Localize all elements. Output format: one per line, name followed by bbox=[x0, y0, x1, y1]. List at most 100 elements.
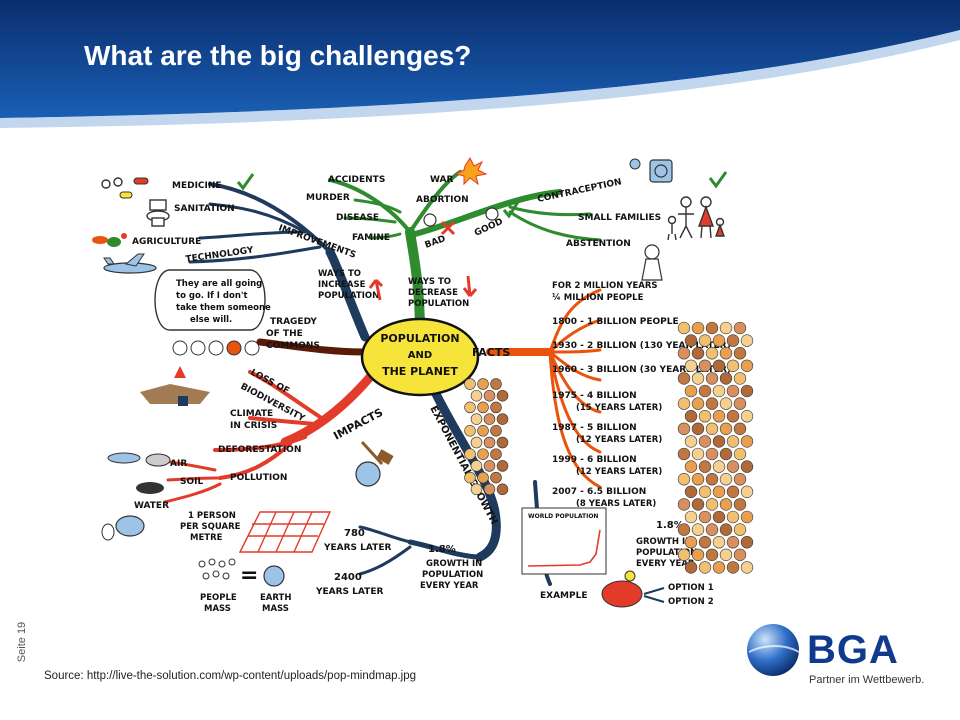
face-icon bbox=[726, 359, 740, 372]
face-icon bbox=[719, 372, 733, 385]
sad-face-icon bbox=[423, 213, 437, 227]
scenario1-years: 780 bbox=[344, 528, 365, 539]
face-icon bbox=[705, 347, 719, 360]
face-icon bbox=[712, 359, 726, 372]
growth-bottom-line-2: POPULATION bbox=[422, 570, 483, 580]
face-icon bbox=[470, 460, 483, 472]
increase-label-line-3: POPULATION bbox=[318, 291, 379, 301]
face-icon bbox=[740, 460, 754, 473]
face-icon bbox=[740, 410, 754, 423]
example-label: EXAMPLE bbox=[540, 591, 588, 601]
face-icon bbox=[691, 372, 705, 385]
check-icon-family bbox=[708, 171, 728, 189]
face-icon bbox=[496, 413, 509, 425]
face-icon bbox=[698, 485, 712, 498]
fact-row-7: (15 YEARS LATER) bbox=[576, 403, 662, 413]
face-icon bbox=[677, 548, 691, 561]
speech-line-4: else will. bbox=[190, 315, 232, 325]
decrease-label-line-3: POPULATION bbox=[408, 299, 469, 309]
face-icon bbox=[726, 384, 740, 398]
face-icon bbox=[740, 384, 754, 398]
face-icon bbox=[677, 523, 691, 536]
cross-icon bbox=[440, 220, 456, 236]
face-icon bbox=[496, 460, 509, 472]
face-icon bbox=[677, 447, 691, 461]
face-icon bbox=[691, 321, 705, 335]
face-icon bbox=[698, 384, 712, 398]
bad-label: BAD bbox=[424, 234, 447, 251]
face-icon bbox=[684, 384, 698, 398]
fact-row-5: 1960 - 3 BILLION (30 YEARS LATER) bbox=[552, 365, 731, 375]
check-icon-good bbox=[502, 201, 520, 219]
face-icon bbox=[726, 510, 740, 524]
fact-row-1: FOR 2 MILLION YEARS bbox=[552, 281, 658, 291]
medicine-icon bbox=[101, 177, 149, 199]
slide-title: What are the big challenges? bbox=[84, 40, 472, 71]
sanitation-label: SANITATION bbox=[174, 204, 235, 214]
piggy-bank-icon bbox=[601, 570, 643, 608]
face-icon bbox=[684, 410, 698, 423]
tragedy-label-line-2: OF THE bbox=[266, 329, 303, 339]
face-icon bbox=[464, 471, 476, 484]
face-icon bbox=[477, 401, 489, 414]
face-icon bbox=[712, 561, 726, 574]
soil-label: SOIL bbox=[180, 477, 203, 487]
globe-icon bbox=[747, 624, 800, 676]
fact-row-13: (8 YEARS LATER) bbox=[576, 499, 656, 509]
decrease-arrow-icon bbox=[462, 275, 478, 297]
small-families-label: SMALL FAMILIES bbox=[578, 213, 661, 223]
world-population-chart: WORLD POPULATION bbox=[521, 507, 607, 575]
fact-row-2: ¼ MILLION PEOPLE bbox=[552, 292, 644, 303]
face-icon bbox=[719, 397, 733, 410]
growth-right-line-2: POPULATION bbox=[636, 548, 697, 558]
face-icon bbox=[677, 397, 691, 410]
face-icon bbox=[705, 523, 719, 536]
population-mindmap: POPULATION AND THE PLANET IMPROVEMENTS W… bbox=[92, 156, 754, 612]
face-icon bbox=[698, 561, 712, 574]
improvements-label: IMPROVEMENTS bbox=[277, 223, 357, 260]
center-label-line-3: THE PLANET bbox=[382, 365, 458, 378]
disease-label: DISEASE bbox=[336, 213, 379, 223]
face-icon bbox=[740, 334, 754, 347]
face-icon bbox=[726, 460, 740, 473]
face-icon bbox=[705, 372, 719, 385]
faces-row bbox=[172, 340, 260, 356]
face-icon bbox=[698, 359, 712, 372]
face-icon bbox=[698, 460, 712, 473]
face-icon bbox=[691, 397, 705, 410]
face-icon bbox=[490, 401, 502, 414]
face-icon bbox=[719, 447, 733, 461]
face-icon bbox=[684, 485, 698, 498]
face-icon bbox=[705, 548, 719, 561]
scenario2-label: YEARS LATER bbox=[315, 587, 383, 597]
growth-bottom-pct: 1.8% bbox=[428, 544, 456, 555]
water-label: WATER bbox=[134, 501, 169, 511]
face-icon bbox=[684, 359, 698, 372]
face-icon bbox=[470, 436, 483, 449]
face-icon bbox=[705, 397, 719, 410]
earth-mass-line-2: MASS bbox=[262, 604, 289, 612]
bga-logo: BGA Partner im Wettbewerb. bbox=[745, 622, 945, 692]
face-icon bbox=[698, 435, 712, 448]
face-icon bbox=[712, 536, 726, 549]
increase-label-line-2: INCREASE bbox=[318, 280, 366, 290]
fact-row-4: 1930 - 2 BILLION (130 YEAR LATER) bbox=[552, 341, 731, 351]
face-icon bbox=[740, 561, 754, 574]
growth-bottom-line-1: GROWTH IN bbox=[426, 559, 482, 569]
contraception-icon bbox=[629, 158, 673, 183]
growth-right-line-3: EVERY YEAR bbox=[636, 559, 695, 569]
face-icon bbox=[464, 378, 476, 390]
face-icon bbox=[719, 523, 733, 536]
face-icon bbox=[490, 448, 502, 460]
face-icon bbox=[483, 389, 496, 402]
face-icon bbox=[684, 561, 698, 574]
face-icon bbox=[490, 378, 502, 390]
earth-icon bbox=[263, 565, 285, 587]
equals-sign: = bbox=[240, 563, 258, 588]
scenario1-label: YEARS LATER bbox=[323, 543, 391, 553]
face-icon bbox=[684, 435, 698, 448]
face-icon bbox=[684, 536, 698, 549]
decrease-label-line-1: WAYS TO bbox=[408, 277, 451, 287]
face-icon bbox=[470, 483, 483, 496]
people-crowd-icon bbox=[198, 558, 236, 580]
